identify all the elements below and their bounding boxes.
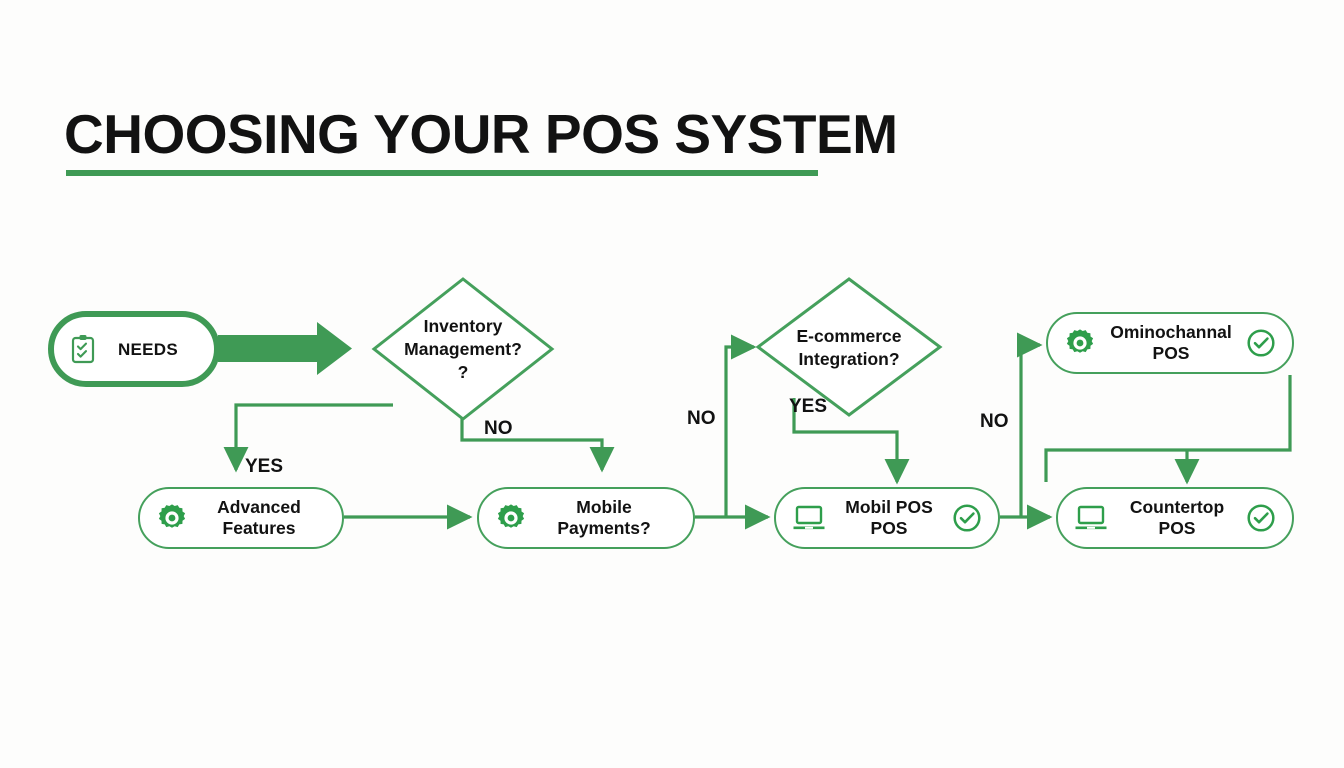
laptop-icon — [792, 504, 826, 532]
check-circle-icon — [1246, 328, 1276, 358]
edge-label-mobile-payments-no: NO — [687, 408, 716, 429]
node-countertop-pos[interactable]: Countertop POS — [1056, 487, 1294, 549]
page-title: CHOOSING YOUR POS SYSTEM — [64, 103, 898, 165]
laptop-icon — [1074, 504, 1108, 532]
node-omnichannel-pos-label: Ominochannal POS — [1110, 322, 1232, 363]
edge-label-inventory-no: NO — [484, 418, 513, 439]
node-advanced-features[interactable]: Advanced Features — [138, 487, 344, 549]
node-inventory-label: Inventory Management? ? — [404, 315, 522, 382]
node-mobile-pos[interactable]: Mobil POS POS — [774, 487, 1000, 549]
edge-mobile-pos-no — [1016, 332, 1043, 517]
edge-label-mobile-pos-no: NO — [980, 411, 1009, 432]
gear-icon — [1064, 327, 1096, 359]
node-mobile-pos-label: Mobil POS POS — [845, 497, 933, 538]
check-circle-icon — [1246, 503, 1276, 533]
node-needs-label: NEEDS — [117, 339, 179, 359]
gear-icon — [156, 502, 188, 534]
edge-needs-to-inventory — [218, 322, 352, 375]
check-circle-icon — [952, 503, 982, 533]
node-needs[interactable]: NEEDS — [48, 311, 220, 387]
node-ecommerce-label: E-commerce Integration? — [796, 326, 902, 369]
clipboard-check-icon — [70, 334, 96, 364]
title-block: CHOOSING YOUR POS SYSTEM — [64, 100, 898, 190]
gear-icon — [495, 502, 527, 534]
edge-omnichannel-to-countertop — [1044, 375, 1292, 482]
node-ecommerce-integration[interactable]: E-commerce Integration? — [754, 275, 944, 421]
edge-label-inventory-yes: YES — [245, 456, 284, 477]
edge-mobile-payments-no — [724, 334, 757, 517]
node-mobile-payments-label: Mobile Payments? — [557, 497, 651, 538]
node-countertop-pos-label: Countertop POS — [1129, 497, 1225, 538]
title-underline-accent — [66, 170, 818, 176]
node-mobile-payments[interactable]: Mobile Payments? — [477, 487, 695, 549]
node-inventory-management[interactable]: Inventory Management? ? — [370, 275, 556, 423]
edge-label-ecommerce-yes: YES — [789, 396, 828, 417]
node-omnichannel-pos[interactable]: Ominochannal POS — [1046, 312, 1294, 374]
node-advanced-features-label: Advanced Features — [217, 497, 301, 538]
